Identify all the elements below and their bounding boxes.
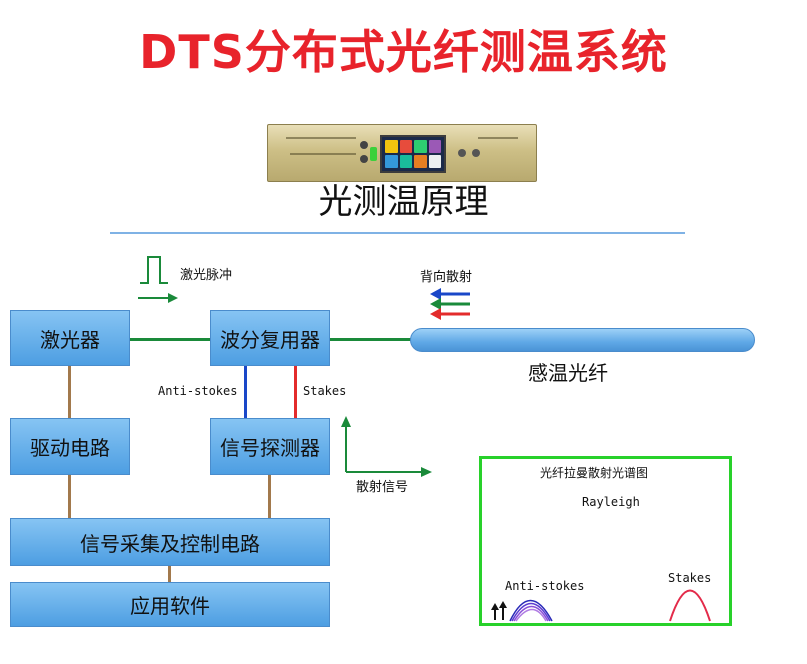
backscatter-red-arrowhead xyxy=(430,308,441,320)
software-label: 应用软件 xyxy=(130,594,210,618)
spectrum-title: 光纤拉曼散射光谱图 xyxy=(540,466,649,480)
backscatter-blue-arrowhead xyxy=(430,288,441,300)
temp-marker-black-2-head xyxy=(499,601,507,608)
wdm-label: 波分复用器 xyxy=(220,327,320,352)
spectrum-anti-stokes-label: Anti-stokes xyxy=(505,579,585,593)
link-drive-acq xyxy=(68,475,71,518)
link-laser-wdm xyxy=(130,338,210,341)
stakes-label: Stakes xyxy=(303,384,347,398)
link-detector-acq xyxy=(268,475,271,518)
acquisition-block: 信号采集及控制电路 xyxy=(10,518,330,566)
link-stakes xyxy=(294,366,297,418)
page-title: DTS分布式光纤测温系统 xyxy=(139,25,668,79)
link-anti-stokes xyxy=(244,366,247,418)
device-screen xyxy=(380,135,446,173)
link-wdm-fiber xyxy=(329,338,411,341)
rayleigh-label: Rayleigh xyxy=(582,495,640,509)
laser-block: 激光器 xyxy=(10,310,130,366)
principle-subtitle: 光测温原理 xyxy=(318,182,489,222)
laser-pulse-arrowhead xyxy=(168,293,178,303)
anti-stokes-peak-4 xyxy=(515,608,547,622)
anti-stokes-peak-1 xyxy=(509,600,553,622)
scatter-signal-axis-y-head xyxy=(341,416,351,427)
spectrum-stakes-label: Stakes xyxy=(668,571,712,585)
wdm-block: 波分复用器 xyxy=(210,310,330,366)
backscatter-green-arrowhead xyxy=(430,298,441,310)
sensing-fiber xyxy=(410,328,755,352)
acquisition-label: 信号采集及控制电路 xyxy=(80,531,260,556)
detector-label: 信号探测器 xyxy=(220,436,320,460)
anti-stokes-peak-3 xyxy=(513,605,549,622)
link-laser-drive xyxy=(68,366,71,418)
raman-spectrum-panel: 光纤拉曼散射光谱图 Rayleigh Anti-stokes Stakes xyxy=(479,456,732,626)
anti-stokes-label: Anti-stokes xyxy=(158,384,238,398)
laser-label: 激光器 xyxy=(40,327,100,352)
anti-stokes-peak-2 xyxy=(511,602,551,622)
dts-device-image xyxy=(267,124,537,182)
laser-pulse-label: 激光脉冲 xyxy=(180,268,233,283)
drive-label: 驱动电路 xyxy=(30,436,110,460)
laser-pulse-icon xyxy=(140,256,168,284)
scatter-signal-label: 散射信号 xyxy=(356,480,409,495)
drive-block: 驱动电路 xyxy=(10,418,130,475)
temp-marker-black-head xyxy=(491,603,499,610)
divider-line xyxy=(110,232,685,234)
backscatter-label: 背向散射 xyxy=(420,270,473,285)
software-block: 应用软件 xyxy=(10,582,330,627)
scatter-signal-axis-x-head xyxy=(421,467,432,477)
stakes-peak xyxy=(669,589,711,622)
detector-block: 信号探测器 xyxy=(210,418,330,475)
sensing-fiber-label: 感温光纤 xyxy=(528,361,608,385)
link-acq-software xyxy=(168,566,171,582)
